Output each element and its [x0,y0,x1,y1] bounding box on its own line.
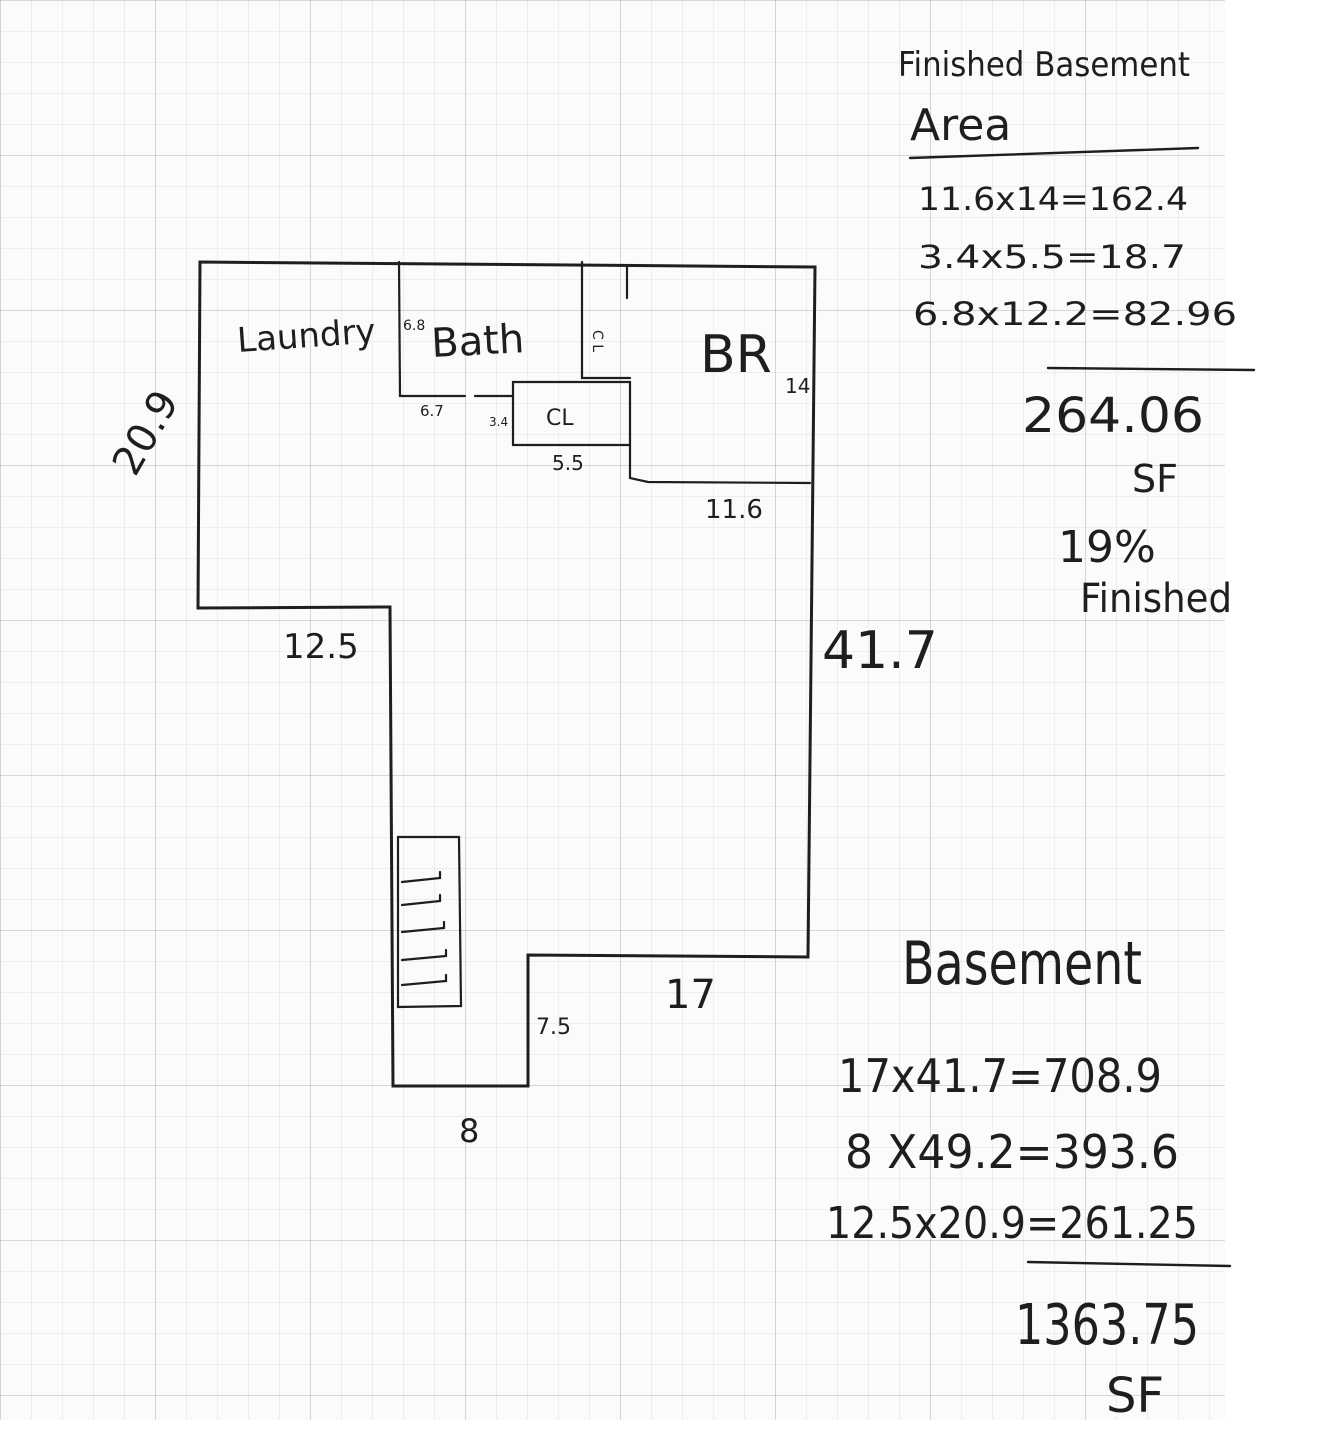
basement-calc-row: 8 X49.2=393.6 [845,1125,1179,1179]
room-label-bath: Bath [430,316,525,367]
finished-total-unit: SF [1132,457,1178,501]
finished-percent: 19% [1058,522,1156,573]
finished-title-underline [908,146,1200,160]
dimension-left-height: 20.9 [104,383,188,483]
finished-percent-label: Finished [1080,576,1232,622]
finished-total: 264.06 [1022,388,1204,444]
staircase [396,835,463,1009]
stair-tread [400,870,442,884]
dimension-bedroom-height: 14 [785,374,810,398]
dimension-closet-width: 5.5 [552,451,584,475]
finished-calc-row: 3.4x5.5=18.7 [918,238,1186,276]
finished-sum-rule [1046,366,1256,372]
stair-tread [400,973,448,987]
basement-title: Basement [902,929,1142,999]
bath-wall [397,260,467,398]
dimension-bottom-width: 8 [459,1112,479,1150]
graph-paper-sheet [0,0,1225,1420]
finished-calc-row: 11.6x14=162.4 [918,180,1188,218]
basement-calc-row: 17x41.7=708.9 [838,1049,1162,1103]
dimension-bedroom-width: 11.6 [705,495,763,525]
dimension-inner-step: 7.5 [536,1015,571,1040]
basement-calc-row: 12.5x20.9=261.25 [826,1198,1198,1249]
room-label-closet-small: C L [589,330,605,352]
room-label-closet: CL [546,406,574,431]
basement-sum-rule [1026,1260,1232,1268]
stair-treads [400,870,448,987]
stair-tread [400,920,446,934]
basement-total: 1363.75 [1015,1293,1199,1358]
page-margin [1225,0,1320,1436]
dimension-bath-width: 6.7 [420,402,444,420]
exterior-wall-outline [196,260,817,1088]
bedroom-wall [628,443,812,485]
dimension-left-step: 12.5 [283,627,359,667]
finished-title: Finished Basement [898,45,1190,85]
basement-area-block: Basement 17x41.7=708.9 8 X49.2=393.6 12.… [826,929,1232,1424]
dimension-right-height: 41.7 [822,621,938,681]
closet-wall [580,260,632,380]
dimension-closet-height: 3.4 [489,415,508,429]
stair-tread [400,948,448,962]
stair-tread [400,893,442,907]
finished-area-block: Finished Basement Area 11.6x14=162.4 3.4… [898,45,1256,622]
dimension-bottom-step: 17 [665,972,716,1018]
room-label-laundry: Laundry [236,311,377,361]
basement-total-unit: SF [1106,1368,1164,1424]
room-label-bedroom: BR [700,325,772,385]
dimension-bath-height: 6.8 [403,318,425,334]
finished-title-area: Area [910,100,1011,151]
finished-calc-row: 6.8x12.2=82.96 [913,295,1237,333]
